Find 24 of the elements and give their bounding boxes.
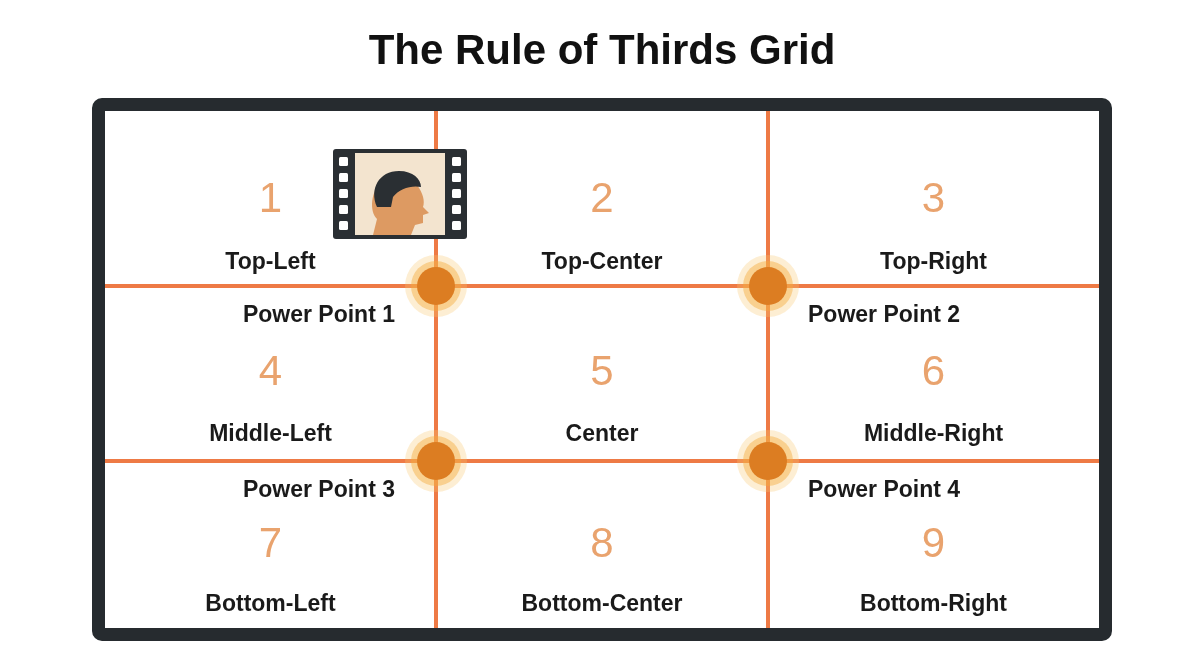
title: The Rule of Thirds Grid — [368, 25, 836, 75]
cell-number: 9 — [921, 519, 946, 566]
power-point-label: Power Point 4 — [808, 475, 961, 503]
cell-label: Top-Center — [541, 248, 663, 274]
power-point-label: Power Point 2 — [808, 300, 961, 328]
cell-number: 5 — [590, 347, 614, 394]
cell-number: 3 — [921, 174, 946, 221]
cell-label: Top-Left — [225, 248, 316, 274]
cell-label: Bottom-Left — [205, 590, 336, 616]
cell-number: 1 — [258, 174, 283, 221]
cell-number: 6 — [921, 347, 946, 394]
cell-label: Middle-Left — [209, 420, 332, 446]
cell-number: 4 — [258, 347, 283, 394]
power-point-label: Power Point 3 — [242, 475, 395, 503]
cell-label: Top-Right — [880, 248, 987, 274]
cell-number: 2 — [590, 174, 614, 221]
cell-label: Center — [565, 420, 639, 446]
cell-label: Middle-Right — [863, 420, 1004, 446]
cell-label: Bottom-Right — [860, 590, 1007, 616]
frame — [92, 98, 1112, 641]
cell-label: Bottom-Center — [521, 590, 683, 616]
cell-number: 8 — [590, 519, 614, 566]
cell-number: 7 — [258, 519, 283, 566]
power-point-label: Power Point 1 — [242, 300, 395, 328]
